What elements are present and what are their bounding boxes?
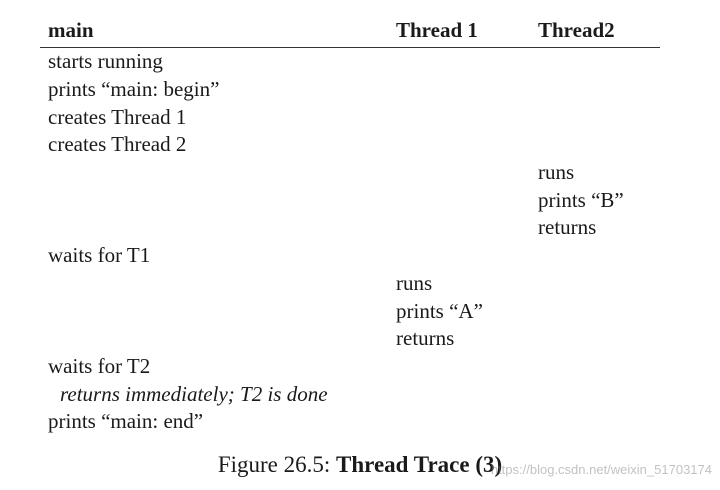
cell-main: starts running (48, 49, 163, 74)
cell-t2: prints “B” (538, 187, 624, 212)
cell-main: waits for T1 (48, 243, 151, 268)
cell-t1: runs (396, 270, 433, 295)
cell-t2: runs (538, 160, 575, 185)
table-row: returns (40, 214, 660, 242)
cell-main: prints “main: begin” (48, 77, 220, 102)
table-row: prints “A” (40, 297, 660, 325)
cell-main: creates Thread 1 (48, 104, 187, 129)
cell-main: prints “main: end” (48, 409, 204, 434)
table-row: prints “main: begin” (40, 76, 660, 104)
figure-caption: Figure 26.5: Thread Trace (3) (0, 452, 720, 478)
table-row: prints “B” (40, 186, 660, 214)
table-row: starts running (40, 48, 660, 76)
thread-trace-table: main Thread 1 Thread2 starts running prin… (40, 14, 660, 436)
table-row: returns (40, 325, 660, 353)
header-main: main (48, 18, 94, 42)
table-row: creates Thread 2 (40, 131, 660, 159)
cell-t1: returns (396, 326, 455, 351)
table-row: returns immediately; T2 is done (40, 380, 660, 408)
table-row: creates Thread 1 (40, 103, 660, 131)
cell-main: returns immediately; T2 is done (60, 381, 328, 406)
caption-title: Thread Trace (3) (336, 452, 503, 477)
cell-t1: prints “A” (396, 298, 483, 323)
table-header: main Thread 1 Thread2 (40, 14, 660, 48)
caption-prefix: Figure 26.5: (217, 452, 337, 477)
table-row: prints “main: end” (40, 408, 660, 436)
cell-main: waits for T2 (48, 353, 151, 378)
header-thread1: Thread 1 (396, 18, 478, 42)
watermark: https://blog.csdn.net/weixin_51703174 (490, 462, 712, 477)
cell-t2: returns (538, 215, 597, 240)
cell-main: creates Thread 2 (48, 132, 187, 157)
table-row: waits for T1 (40, 242, 660, 270)
table-row: waits for T2 (40, 353, 660, 381)
table-row: runs (40, 159, 660, 187)
table-row: runs (40, 270, 660, 298)
header-thread2: Thread2 (538, 18, 615, 42)
